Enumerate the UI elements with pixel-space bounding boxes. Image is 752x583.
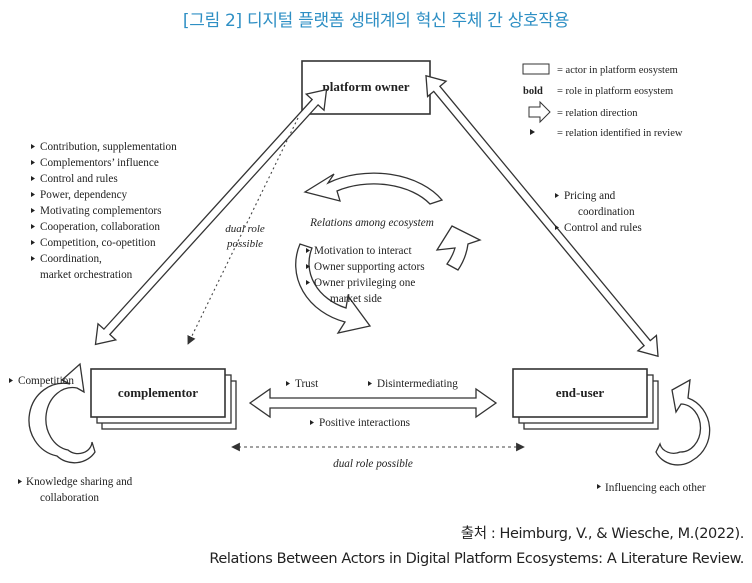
center-title: Relations among ecosystem	[309, 217, 434, 229]
actor-legend-swatch	[522, 63, 550, 75]
owner-enduser-arrow	[425, 74, 659, 358]
dual-role-label: dual role	[225, 223, 265, 235]
source-line-1: 출처 : Heimburg, V., & Wiesche, M.(2022).	[460, 526, 745, 542]
complementor-self-loop	[28, 362, 96, 464]
legend-bold-sample: bold	[523, 86, 543, 97]
legend-identified: = relation identified in review	[557, 128, 683, 139]
platform-owner-label: platform owner	[322, 79, 409, 94]
positive-interactions-label: Positive interactions	[319, 417, 410, 429]
left-relation-item: Coordination,	[40, 253, 102, 265]
right-relation-item: coordination	[578, 206, 635, 218]
left-relation-item: Cooperation, collaboration	[40, 221, 160, 233]
center-item: Owner supporting actors	[314, 261, 425, 273]
complementor-side-labels: Competition Knowledge sharing and collab…	[9, 375, 133, 504]
enduser-self-loop	[655, 378, 711, 466]
legend-actor: = actor in platform eosystem	[557, 65, 678, 76]
right-relation-item: Pricing and	[564, 190, 616, 202]
bullet-legend-swatch	[530, 129, 535, 135]
center-item: Motivation to interact	[314, 245, 412, 257]
left-relation-item: Control and rules	[40, 173, 118, 185]
center-relations: Relations among ecosystem Motivation to …	[306, 217, 434, 305]
right-relation-item: Control and rules	[564, 222, 642, 234]
legend-role: = role in platform eosystem	[557, 86, 673, 97]
owner-complementor-arrow	[94, 88, 328, 346]
end-user-node: end-user	[512, 368, 659, 430]
influencing-label: Influencing each other	[605, 482, 706, 494]
center-item: Owner privileging one	[314, 277, 415, 289]
left-relations-list: Contribution, supplementation Complement…	[31, 141, 177, 281]
dual-role-label: possible	[226, 238, 263, 250]
center-cycle-arrows	[295, 172, 482, 334]
right-relations-list: Pricing and coordination Control and rul…	[555, 190, 642, 234]
center-item: market side	[330, 293, 382, 305]
left-relation-item: Competition, co-opetition	[40, 237, 156, 249]
competition-label: Competition	[18, 375, 74, 387]
legend-direction: = relation direction	[557, 108, 638, 119]
complementor-node: complementor	[90, 368, 237, 430]
disintermediating-label: Disintermediating	[377, 378, 458, 390]
end-user-label: end-user	[556, 385, 605, 400]
complementor-enduser-arrow	[248, 387, 498, 419]
left-relation-item: Contribution, supplementation	[40, 141, 177, 153]
direction-legend-swatch	[528, 100, 551, 124]
knowledge-label: Knowledge sharing and	[26, 476, 133, 488]
left-relation-item: Motivating complementors	[40, 205, 162, 217]
dual-role-dotted-arrow	[187, 117, 299, 345]
source-line-2: Relations Between Actors in Digital Plat…	[209, 551, 744, 567]
legend: = actor in platform eosystem bold = role…	[522, 63, 683, 139]
left-relation-item: Power, dependency	[40, 189, 128, 201]
left-relation-item: Complementors’ influence	[40, 157, 159, 169]
knowledge-label: collaboration	[40, 492, 99, 504]
left-relation-item: market orchestration	[40, 269, 133, 281]
trust-label: Trust	[295, 378, 319, 390]
complementor-label: complementor	[118, 385, 198, 400]
bottom-relations: Trust Disintermediating Positive interac…	[286, 378, 458, 470]
figure-title: [그림 2] 디지털 플랫폼 생태계의 혁신 주체 간 상호작용	[182, 11, 570, 31]
dual-role-bottom-label: dual role possible	[333, 458, 413, 470]
